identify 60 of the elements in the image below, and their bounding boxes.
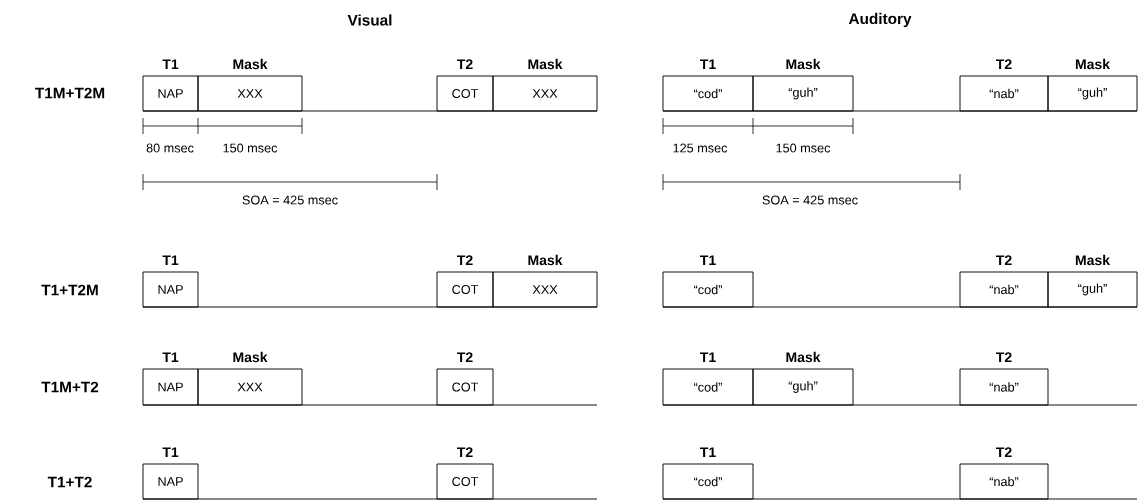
- box-heading: T1: [162, 447, 179, 457]
- box-heading: Mask: [233, 351, 268, 363]
- box-heading: T2: [996, 447, 1012, 457]
- stimulus-box: XXX: [197, 368, 303, 406]
- box-heading: T1: [700, 447, 716, 457]
- stimulus-box: COT: [436, 368, 494, 406]
- condition-label: T1M+T2: [41, 381, 99, 393]
- stimulus-box: “cod”: [662, 271, 754, 308]
- stimulus-box: NAP: [142, 271, 199, 308]
- box-heading: T2: [457, 447, 473, 457]
- box-heading: Mask: [1075, 254, 1111, 266]
- box-heading: T1: [162, 255, 179, 265]
- condition-label: T1M+T2M: [35, 87, 105, 99]
- box-heading: T2: [996, 59, 1012, 69]
- stimulus-box: NAP: [142, 463, 199, 500]
- stimulus-box: NAP: [142, 75, 199, 112]
- stimulus-box: COT: [436, 271, 494, 308]
- box-heading: Mask: [786, 351, 821, 363]
- stimulus-box: “cod”: [662, 75, 754, 112]
- stimulus-box: “cod”: [662, 368, 754, 406]
- box-heading: T2: [457, 59, 473, 69]
- stimulus-box: “guh”: [1047, 75, 1138, 112]
- panel-title: Visual: [347, 14, 392, 26]
- box-heading: T2: [996, 255, 1012, 265]
- stimulus-box: NAP: [142, 368, 199, 406]
- box-heading: T1: [162, 59, 179, 69]
- stimulus-box: “cod”: [662, 463, 754, 500]
- duration-label: SOA = 425 msec: [762, 195, 858, 205]
- stimulus-box: “nab”: [959, 271, 1049, 308]
- box-heading: T1: [700, 59, 716, 69]
- stimulus-box: COT: [436, 75, 494, 112]
- stimulus-box: “nab”: [959, 463, 1049, 500]
- duration-label: 125 msec: [673, 143, 728, 153]
- box-heading: Mask: [786, 58, 821, 70]
- box-heading: T2: [457, 255, 473, 265]
- duration-label: 150 msec: [776, 143, 831, 153]
- stimulus-box: “guh”: [752, 75, 854, 112]
- stimulus-box: “nab”: [959, 368, 1049, 406]
- duration-label: 150 msec: [223, 143, 278, 153]
- box-heading: Mask: [233, 58, 268, 70]
- box-heading: T2: [457, 352, 473, 362]
- stimulus-box: COT: [436, 463, 494, 500]
- box-heading: T1: [700, 352, 716, 362]
- condition-label: T1+T2M: [41, 284, 98, 296]
- stimulus-box: XXX: [197, 75, 303, 112]
- box-heading: T2: [996, 352, 1012, 362]
- box-heading: Mask: [528, 58, 563, 70]
- stimulus-box: XXX: [492, 271, 598, 308]
- stimulus-box: “guh”: [1047, 271, 1138, 308]
- stimulus-box: “guh”: [752, 368, 854, 406]
- duration-label: 80 msec: [146, 143, 194, 153]
- box-heading: Mask: [1075, 58, 1111, 70]
- stimulus-box: “nab”: [959, 75, 1049, 112]
- box-heading: Mask: [528, 254, 563, 266]
- box-heading: T1: [700, 255, 716, 265]
- panel-title: Auditory: [848, 12, 912, 28]
- condition-label: T1+T2: [47, 476, 92, 488]
- duration-label: SOA = 425 msec: [242, 195, 338, 205]
- box-heading: T1: [162, 352, 179, 362]
- stimulus-box: XXX: [492, 75, 598, 112]
